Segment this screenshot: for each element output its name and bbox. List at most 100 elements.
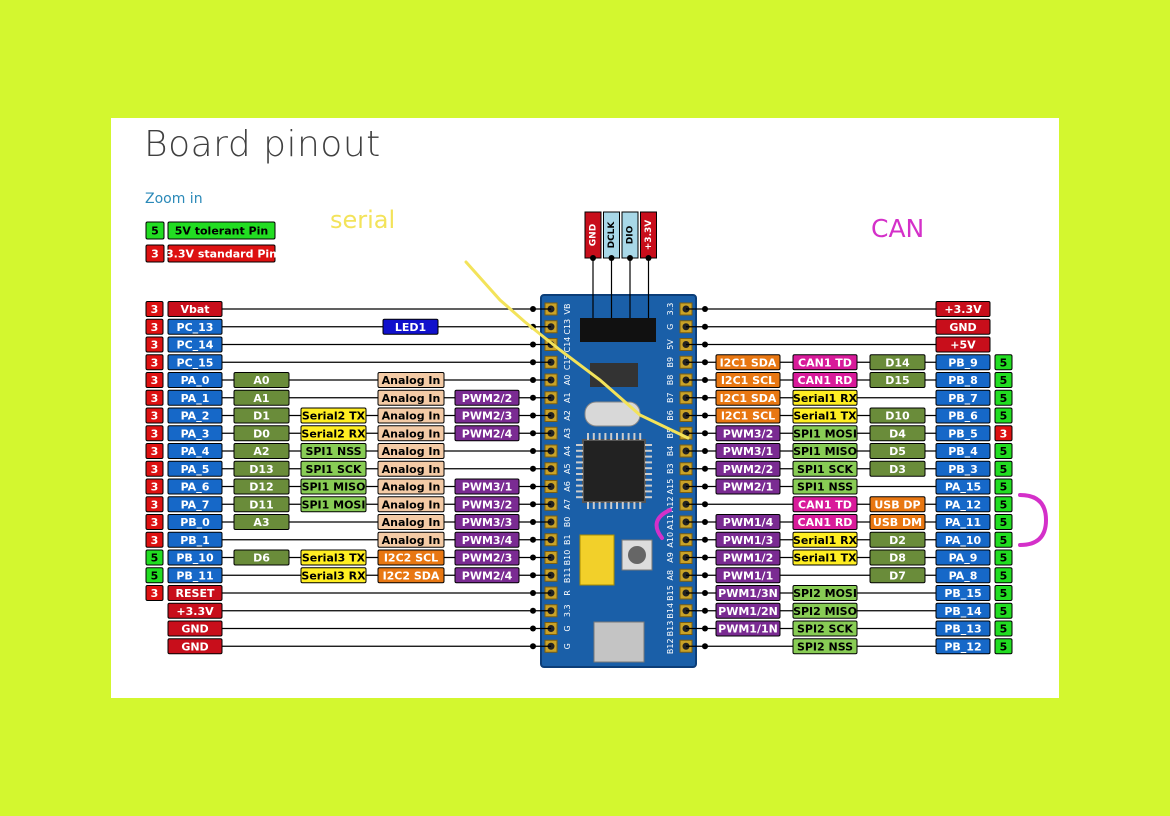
right-pin-badge: 3 xyxy=(994,425,1013,442)
right-spi-tag-bg xyxy=(792,620,858,637)
right-pin-badge-label: 5 xyxy=(1000,569,1008,582)
right-pin-pb9-bg xyxy=(935,354,991,371)
left-pin-pb1: PB_1 xyxy=(167,531,223,548)
right-pin-badge: 5 xyxy=(994,602,1013,619)
right-pin-badge: 5 xyxy=(994,620,1013,637)
left-pin-pb10: PB_10 xyxy=(167,549,223,566)
board-right-edge-label: B3 xyxy=(666,463,675,474)
board-left-edge-label: B10 xyxy=(563,550,572,566)
right-arduino-tag-bg xyxy=(869,372,926,388)
mcu-pin xyxy=(576,490,583,493)
left-pwm-tag: PWM3/4 xyxy=(454,531,520,548)
mcu-pin xyxy=(627,433,630,440)
left-pin-pa7: PA_7 xyxy=(167,496,223,513)
right-can-tag: CAN1 RD xyxy=(792,372,858,388)
right-pin-badge-label: 5 xyxy=(1000,640,1008,653)
right-can-tag-bg xyxy=(792,354,858,371)
right-pin-pa15-bg xyxy=(935,478,991,495)
left-pin-pa4-bg xyxy=(167,443,223,459)
left-pin-badge-label: 3 xyxy=(151,410,159,423)
right-pwm-tag-bg xyxy=(715,549,781,566)
right-pin-pa10-label: PA_10 xyxy=(945,534,982,547)
page-title: Board pinout xyxy=(144,124,381,165)
right-pin-badge-label: 3 xyxy=(1000,427,1008,440)
header-pin-3: +3.3V xyxy=(640,211,657,259)
left-wire-dot xyxy=(530,430,536,437)
legend-3v3-label: 3.3V standard Pin xyxy=(166,244,277,263)
left-pin-pb11: PB_11 xyxy=(167,567,223,584)
board-right-edge-label: A8 xyxy=(666,570,675,581)
right-wire-dot xyxy=(702,536,708,543)
left-pwm-tag-label: PWM3/2 xyxy=(462,498,512,511)
right-pin-badge: 5 xyxy=(994,443,1013,459)
left-arduino-tag-label: D11 xyxy=(249,498,273,511)
board-left-edge-label: A0 xyxy=(563,375,572,386)
left-arduino-tag-bg xyxy=(233,425,290,442)
right-pwm-tag: PWM1/2N xyxy=(715,602,781,619)
right-spi-tag: SPI1 MISO xyxy=(792,443,858,459)
left-pin-33v-label: +3.3V xyxy=(176,605,214,618)
left-pin-pa2-bg xyxy=(167,407,223,424)
right-pwm-tag: PWM1/2 xyxy=(715,549,781,566)
right-pwm-tag-bg xyxy=(715,602,781,619)
right-wire-dot xyxy=(702,643,708,650)
board-right-edge-label: A10 xyxy=(666,532,675,548)
right-wire-dot xyxy=(702,590,708,596)
right-pin-badge-label: 5 xyxy=(1000,445,1008,458)
left-arduino-tag: D1 xyxy=(233,407,290,424)
right-pwm-tag-bg xyxy=(715,478,781,495)
right-pin-pa8: PA_8 xyxy=(935,567,991,584)
board-right-edge-label: B13 xyxy=(666,621,675,637)
legend-5v-badge: 5 xyxy=(145,221,165,240)
board-right-edge-label: B12 xyxy=(666,638,675,654)
left-pin-gnd-label: GND xyxy=(181,623,208,636)
right-usb-tag-bg xyxy=(869,496,926,513)
board-left-edge-label: G xyxy=(563,625,572,631)
right-pin-badge-bg xyxy=(994,514,1013,530)
zoom-in-link[interactable]: Zoom in xyxy=(145,191,203,207)
board-left-edge-label: C13 xyxy=(563,319,572,335)
right-i2c-tag-bg xyxy=(715,389,781,406)
right-pin-badge: 5 xyxy=(994,496,1013,513)
left-pin-badge-label: 3 xyxy=(151,481,159,494)
board-right-edge-label: A11 xyxy=(666,514,675,530)
right-arduino-tag-label: D4 xyxy=(889,427,906,440)
left-analog-tag: Analog In xyxy=(377,407,445,424)
left-pin-pb10-label: PB_10 xyxy=(176,552,214,565)
left-arduino-tag: D12 xyxy=(233,478,290,495)
left-wire-dot xyxy=(530,483,536,490)
mcu-pin xyxy=(645,467,652,470)
left-pin-pa3: PA_3 xyxy=(167,425,223,442)
right-pin-33v-label: +3.3V xyxy=(944,303,982,316)
left-pin-pc13-label: PC_13 xyxy=(177,321,214,334)
left-arduino-tag-label: D12 xyxy=(249,481,273,494)
left-wire-dot xyxy=(530,519,536,525)
left-pwm-tag: PWM2/3 xyxy=(454,407,520,424)
left-pin-reset: RESET xyxy=(167,585,223,601)
right-pin-gnd-bg xyxy=(935,318,991,335)
left-i2c-tag: I2C2 SCL xyxy=(377,549,445,566)
legend-3v3-badge-label: 3 xyxy=(151,248,159,261)
right-pin-badge: 5 xyxy=(994,407,1013,424)
left-analog-tag-bg xyxy=(377,514,445,530)
left-arduino-tag-label: A2 xyxy=(253,445,269,458)
right-pin-badge: 5 xyxy=(994,389,1013,406)
left-pin-badge-label: 3 xyxy=(151,498,159,511)
left-analog-tag-label: Analog In xyxy=(382,498,441,511)
left-pwm-tag-label: PWM2/3 xyxy=(462,410,512,423)
left-wire-dot xyxy=(530,590,536,596)
right-pwm-tag: PWM1/1 xyxy=(715,567,781,584)
right-can-tag-label: CAN1 RD xyxy=(798,374,853,387)
header-pin-label: +3.3V xyxy=(644,220,654,250)
right-pin-pa9-bg xyxy=(935,549,991,566)
right-arduino-tag-bg xyxy=(869,460,926,477)
right-pwm-tag: PWM1/3N xyxy=(715,585,781,601)
left-analog-tag-label: Analog In xyxy=(382,445,441,458)
right-can-tag-bg xyxy=(792,514,858,530)
right-serial-tag: Serial1 RX xyxy=(792,531,858,548)
right-pwm-tag-label: PWM1/2 xyxy=(723,552,773,565)
header-pin-dot xyxy=(645,255,652,261)
board-left-edge-label: G xyxy=(563,643,572,649)
right-spi-tag: SPI2 MOSI xyxy=(792,585,858,601)
right-pin-badge: 5 xyxy=(994,567,1013,584)
